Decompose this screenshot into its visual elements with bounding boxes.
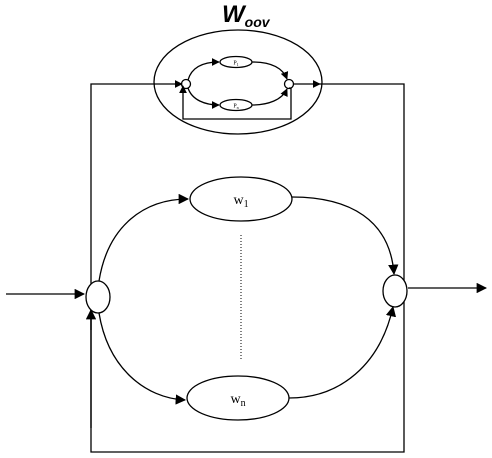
arc-w1-to-end [291,196,399,276]
frame-left-to-oov [90,80,183,428]
oov-subnetwork-ellipse [153,29,323,135]
oov-arc-start-to-p1 [187,58,220,81]
end-node [382,274,408,308]
oov-end-node [283,78,295,90]
oov-arc-p1-to-end [251,61,289,80]
oov-loop-back-arc [179,85,292,120]
arc-start-to-wn [98,312,187,405]
word-label-wn: wn [230,392,245,409]
oov-phone-label-1: P1 [233,61,238,68]
arc-start-to-w1 [98,193,190,282]
oov-arc-start-to-pn [187,87,220,109]
oov-phone-label-n: Pn [233,104,238,111]
oov-arc-pn-to-end [251,88,288,106]
word-node-w1 [189,176,293,222]
frame-right-loop [90,83,405,453]
start-node [85,280,111,314]
word-label-w1: w1 [233,193,248,210]
arc-wn-to-end [288,305,397,399]
oov-title: Woov [222,1,271,30]
